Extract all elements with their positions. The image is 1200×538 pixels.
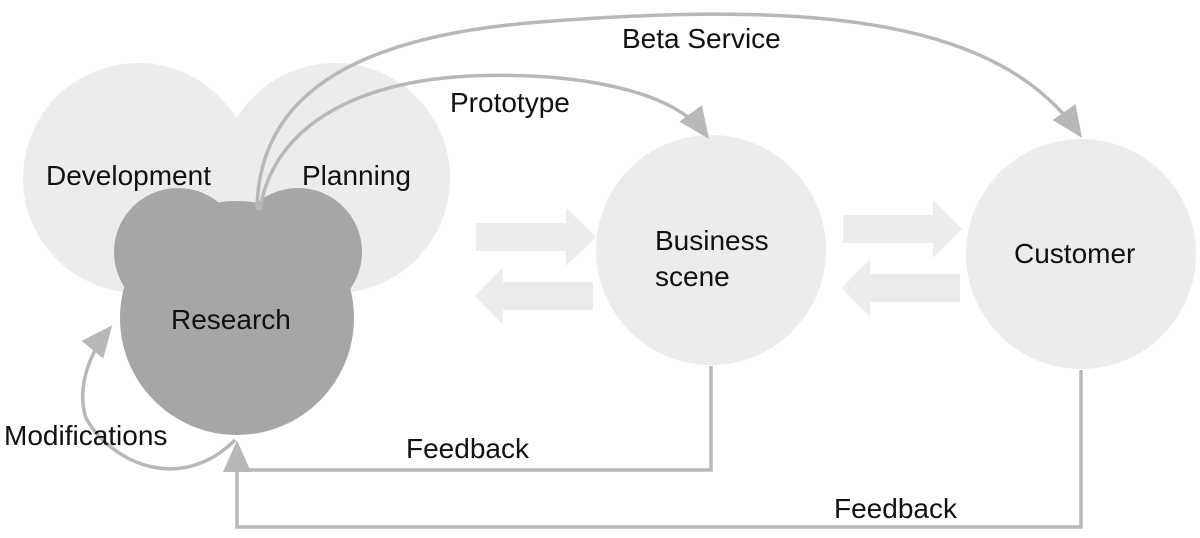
feedback-customer-line	[235, 370, 1083, 529]
modifications-label: Modifications	[4, 420, 167, 451]
development-label: Development	[46, 160, 211, 191]
block-arrow-left-2	[842, 259, 960, 317]
research-node	[114, 188, 362, 435]
beta-service-arrow	[255, 12, 1083, 211]
block-arrow-right-2	[843, 200, 962, 258]
beta-service-label: Beta Service	[622, 23, 781, 54]
feedback-business-arrow	[223, 366, 713, 472]
research-body	[120, 201, 354, 435]
block-arrow-right-1	[476, 208, 596, 266]
feedback-business-label: Feedback	[406, 433, 530, 464]
business-scene-label-line2: scene	[655, 261, 730, 292]
block-arrow-left-1	[475, 267, 593, 325]
business-scene-circle	[596, 135, 826, 365]
prototype-arrow	[258, 73, 710, 211]
feedback-customer-label: Feedback	[834, 493, 958, 524]
prototype-label: Prototype	[450, 87, 570, 118]
business-scene-label-line1: Business	[655, 225, 769, 256]
customer-circle	[966, 139, 1196, 369]
research-label: Research	[171, 304, 291, 335]
modifications-arrow	[80, 325, 237, 471]
customer-label: Customer	[1014, 238, 1135, 269]
planning-label: Planning	[302, 160, 411, 191]
